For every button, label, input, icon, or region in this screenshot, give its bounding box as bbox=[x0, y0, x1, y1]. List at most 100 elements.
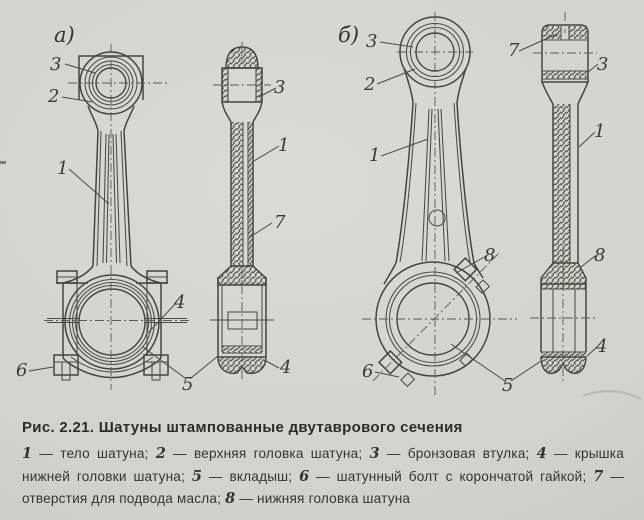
callout-3-side: 3 bbox=[597, 54, 608, 75]
callout-7-side: 7 bbox=[508, 40, 520, 61]
callout-6: 6 bbox=[16, 360, 27, 381]
callout-1-side: 1 bbox=[278, 135, 289, 156]
leader-line bbox=[586, 63, 599, 74]
leader-line bbox=[455, 255, 487, 274]
center-lines bbox=[213, 42, 271, 382]
center-lines bbox=[362, 12, 517, 398]
leader-line bbox=[142, 346, 219, 379]
rod-a-front-view bbox=[44, 44, 190, 390]
callout-7: 7 bbox=[274, 212, 286, 233]
leader-line bbox=[258, 87, 277, 98]
ibeam-web-lines bbox=[102, 133, 121, 264]
center-lines bbox=[44, 44, 190, 390]
small-end-neck bbox=[87, 105, 135, 132]
panel-b-label: б) bbox=[338, 23, 359, 47]
legend-item-text: — отверстия для подвода масла; bbox=[22, 468, 624, 507]
leader-line bbox=[586, 346, 598, 357]
shell-band-section bbox=[541, 284, 586, 289]
small-end-neck bbox=[403, 67, 467, 104]
bearing-shell-edges bbox=[552, 289, 576, 352]
shank-flange-lines bbox=[399, 102, 471, 263]
shank-edges bbox=[230, 122, 254, 266]
legend-item-number: 2 bbox=[155, 445, 166, 462]
oil-hole-slot bbox=[543, 26, 587, 41]
callout-6: 6 bbox=[362, 361, 373, 382]
shank-edges bbox=[552, 104, 579, 263]
leader-line bbox=[61, 96, 93, 103]
leader-line bbox=[28, 366, 54, 372]
legend-item-number: 4 bbox=[536, 445, 547, 462]
legend-item-number: 7 bbox=[593, 467, 604, 485]
leader-line bbox=[64, 63, 96, 74]
top-section bbox=[569, 26, 587, 39]
oil-passage-hole bbox=[428, 209, 446, 227]
pencil-smudge bbox=[582, 390, 642, 400]
callout-1: 1 bbox=[369, 145, 380, 166]
castle-nut-right bbox=[143, 354, 169, 376]
legend-item-text: — тело шатуна; bbox=[32, 446, 156, 461]
callout-8-side: 8 bbox=[594, 245, 605, 266]
bushing-section bbox=[543, 71, 587, 79]
bolt-end-stub bbox=[151, 374, 161, 381]
neck-curves bbox=[221, 101, 263, 123]
small-end-block bbox=[541, 24, 589, 83]
leader-line bbox=[147, 302, 177, 334]
leader-line bbox=[253, 145, 280, 162]
callout-4-side: 4 bbox=[279, 357, 291, 378]
cap-lug bbox=[459, 352, 474, 367]
rod-b-side-view bbox=[530, 12, 597, 384]
callout-5: 5 bbox=[182, 374, 193, 395]
leader-line bbox=[376, 68, 416, 85]
leader-line bbox=[249, 222, 273, 238]
crank-bore bbox=[78, 288, 146, 356]
callout-4-side: 4 bbox=[595, 336, 607, 357]
leader-line bbox=[450, 343, 542, 382]
legend-item-text: — шатунный болт с корончатой гайкой; bbox=[309, 468, 594, 484]
cap-bottom-section bbox=[540, 356, 587, 375]
shank-outer-edges bbox=[92, 130, 132, 267]
leader-line bbox=[374, 371, 400, 378]
cap-split-lines bbox=[47, 317, 187, 324]
figure-title: Рис. 2.21. Шатуны штампованные двутавров… bbox=[22, 419, 463, 436]
legend-item-text: — вкладыш; bbox=[201, 468, 300, 484]
oblique-bolt-lower bbox=[377, 349, 416, 388]
top-section bbox=[543, 26, 561, 39]
legend-item-number: 1 bbox=[22, 445, 33, 462]
callout-1-side: 1 bbox=[594, 121, 605, 142]
big-end-flare bbox=[383, 262, 484, 285]
leader-line bbox=[518, 33, 558, 52]
leader-line bbox=[380, 138, 429, 157]
rod-b-front-view bbox=[362, 12, 517, 398]
leader-line bbox=[580, 255, 596, 268]
shank-flange-lines bbox=[96, 130, 128, 267]
big-end-top-section bbox=[540, 262, 587, 285]
callout-4: 4 bbox=[173, 292, 185, 313]
rod-a-side-view bbox=[210, 42, 274, 382]
figure-legend: 1 — тело шатуна; 2 — верхняя головка шат… bbox=[22, 443, 624, 511]
leader-line bbox=[265, 360, 280, 369]
figure-caption: Рис. 2.21. Шатуны штампованные двутавров… bbox=[22, 419, 624, 511]
leader-line bbox=[68, 168, 110, 205]
legend-item-number: 3 bbox=[369, 445, 380, 462]
bolt-boss-lines bbox=[57, 276, 167, 355]
shank-section bbox=[231, 122, 243, 266]
big-end-sides bbox=[217, 277, 267, 357]
callout-3: 3 bbox=[50, 54, 61, 75]
callout-2: 2 bbox=[363, 74, 375, 95]
legend-item-text: — крышка нижней головки шатуна; bbox=[22, 446, 624, 484]
legend-item-text: — верхняя головка шатуна; bbox=[165, 446, 370, 461]
castle-nut-left bbox=[53, 354, 79, 376]
shank-inner-lines bbox=[242, 122, 249, 266]
shell-band-section bbox=[541, 352, 586, 357]
leader-line bbox=[578, 131, 596, 148]
legend-item-number: 8 bbox=[225, 490, 236, 507]
callout-3: 3 bbox=[366, 31, 377, 52]
callout-5: 5 bbox=[502, 375, 513, 396]
legend-item-number: 5 bbox=[191, 467, 202, 485]
leader-line bbox=[379, 41, 414, 48]
legend-item-number: 6 bbox=[299, 467, 310, 485]
oblique-bolt-upper bbox=[452, 256, 491, 295]
legend-item-text: — бронзовая втулка; bbox=[379, 446, 537, 461]
shank-outer-edges bbox=[395, 102, 475, 264]
